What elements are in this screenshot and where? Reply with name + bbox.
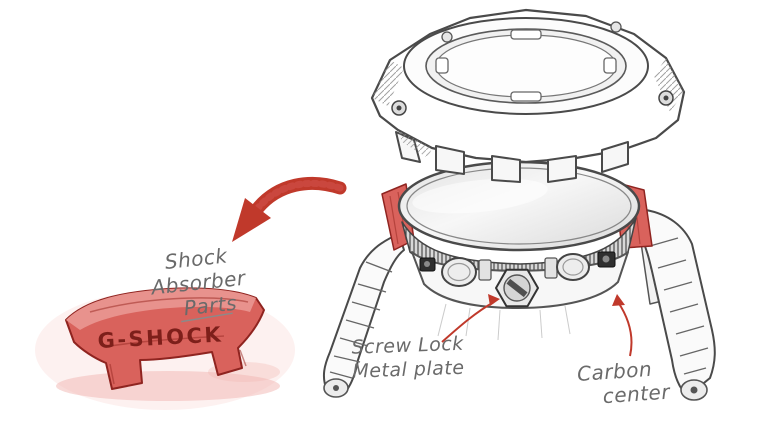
annotation-shock-line3: Parts: [183, 291, 239, 320]
carbon-leader-line: [617, 301, 633, 357]
red-arrow: [232, 176, 347, 242]
port-screw-left: [424, 261, 430, 267]
right-strap-sketch: [637, 209, 716, 401]
annotation-carbon-line2: center: [602, 379, 672, 408]
bezel-opening-inner: [435, 34, 617, 98]
port-screw-right: [602, 255, 610, 263]
red-arrow-texture: [254, 179, 344, 212]
screw-lock-leader-line: [441, 301, 495, 343]
bezel-ring-markers: [435, 29, 617, 102]
absorber-part-shading: [89, 297, 249, 385]
annotation-carbon-line1: Carbon: [576, 357, 653, 386]
crown-guard-right: [544, 257, 558, 279]
screw-lock-crown: [495, 268, 539, 308]
red-arrow-head: [232, 198, 271, 242]
annotation-screwlock-line2: Metal plate: [352, 357, 465, 383]
crown-slot: [506, 278, 528, 298]
absorber-part-top-face: [66, 288, 256, 330]
right-pusher-detail: [562, 258, 584, 276]
left-strap-pin: [333, 385, 339, 391]
bezel-shading-right: [654, 58, 684, 112]
crown-guard-left: [478, 259, 492, 281]
screw-lock-leader-arrowhead: [488, 294, 500, 306]
carbon-leader-arrowhead: [612, 294, 625, 306]
right-strap-ridges: [649, 237, 709, 375]
case-sketch: [381, 160, 653, 341]
left-strap-ridges: [329, 261, 393, 379]
annotation-screwlock-line1: Screw Lock: [351, 333, 464, 359]
annotation-carbon: Carbon center: [576, 294, 672, 408]
gshock-absorber-part: G-SHOCK: [35, 287, 295, 410]
annotation-shock-absorber: Shock Absorber Parts: [148, 243, 248, 323]
left-strap-sketch: [322, 233, 405, 398]
annotation-shock-underline: [181, 312, 233, 323]
construction-lines: [437, 303, 571, 341]
left-pusher-button: [441, 257, 477, 287]
bezel-shading-left: [372, 60, 404, 106]
bezel-sketch: [370, 8, 686, 183]
right-pusher-button: [556, 253, 590, 281]
bezel-screws: [391, 21, 674, 116]
glass-highlight: [412, 178, 548, 214]
right-strap-pin: [690, 386, 698, 394]
bezel-shading-bottom: [398, 130, 432, 158]
annotation-screw-lock: Screw Lock Metal plate: [351, 294, 500, 383]
left-pusher-detail: [447, 262, 471, 282]
bezel-teeth: [395, 131, 629, 183]
